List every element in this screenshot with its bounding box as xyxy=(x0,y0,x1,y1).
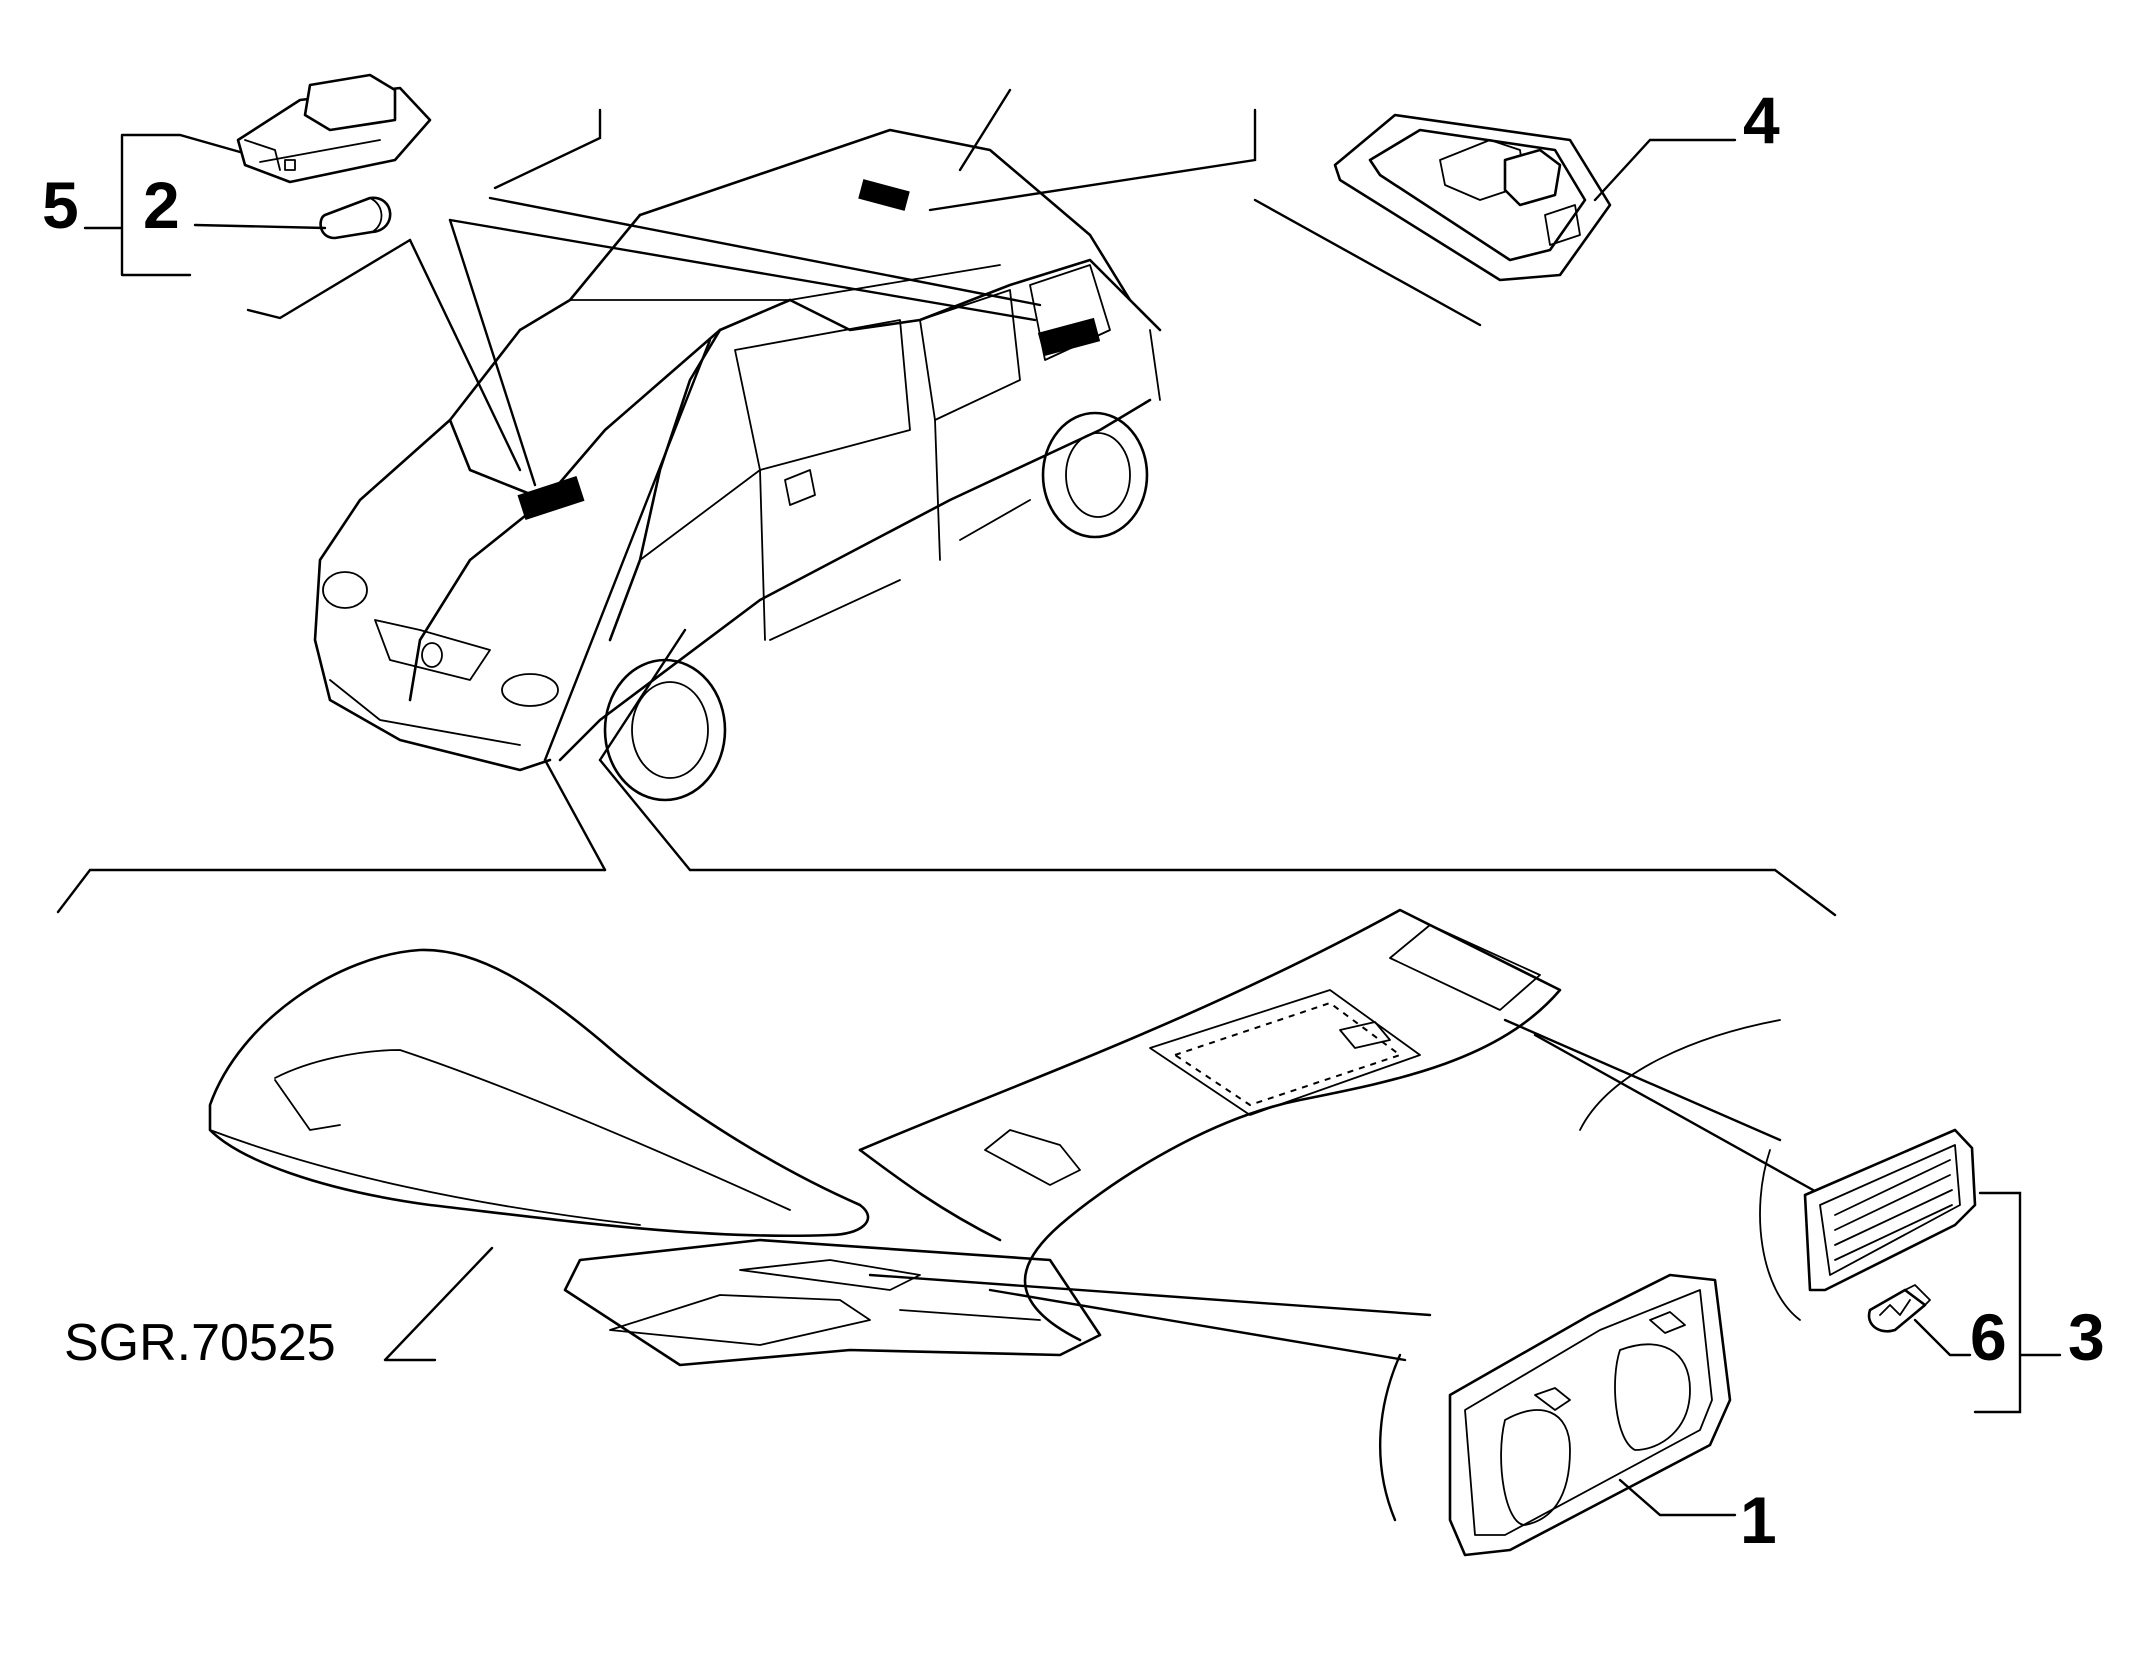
headliner-leader-a xyxy=(868,1273,1432,1317)
headliner-assembly xyxy=(208,908,1801,1367)
callout-6-leader xyxy=(1913,1318,1972,1357)
callout-6: 6 xyxy=(1970,1300,2007,1374)
callout-1-leader xyxy=(1618,1478,1737,1517)
roof-light-marker xyxy=(858,179,910,211)
callout-2: 2 xyxy=(143,168,180,242)
part-1-reading-lamp xyxy=(1448,1273,1732,1557)
callout-1: 1 xyxy=(1740,1483,1777,1557)
part-6-festoon-bulb xyxy=(1867,1284,1931,1333)
callout-4: 4 xyxy=(1743,83,1780,157)
car-illustration xyxy=(313,128,1162,802)
headliner-leader-e xyxy=(1378,1353,1402,1522)
callout-3: 3 xyxy=(2068,1300,2105,1374)
code-leader xyxy=(383,1246,494,1362)
callout-3-bracket xyxy=(1973,1191,2062,1414)
callout-2-leader xyxy=(193,223,327,230)
callout-5-bracket xyxy=(83,133,242,277)
rear-light-marker xyxy=(1037,317,1101,357)
car-leader-lines xyxy=(56,88,1837,917)
part-2-bulb xyxy=(319,196,392,240)
callout-5: 5 xyxy=(42,168,79,242)
part-3-lamp-lens xyxy=(1803,1128,1977,1292)
front-light-marker xyxy=(517,476,585,520)
drawing-code: SGR.70525 xyxy=(64,1314,336,1372)
headliner-leader-c xyxy=(1503,1018,1782,1142)
headliner-leader-b xyxy=(988,1288,1407,1362)
part-4-lamp-housing xyxy=(1333,113,1612,282)
headliner-leader-d xyxy=(1533,1033,1842,1207)
part-5-lamp-housing xyxy=(236,73,432,184)
callout-4-leader xyxy=(1593,138,1737,202)
